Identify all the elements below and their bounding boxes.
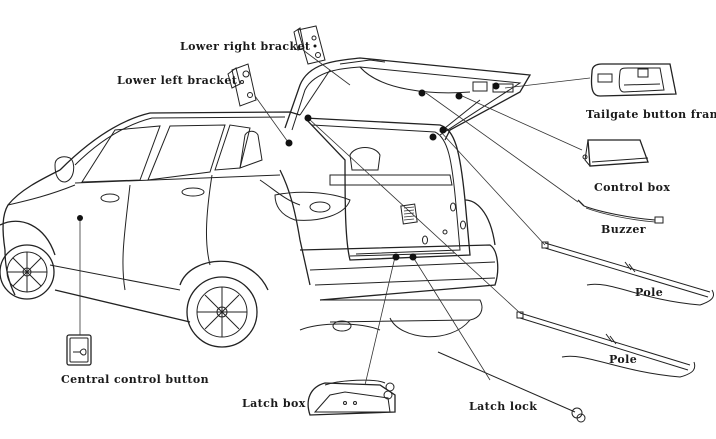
label-control-box: Control box bbox=[594, 181, 671, 194]
latch-lock-drawing bbox=[437, 351, 586, 423]
dot-buzzer bbox=[418, 89, 426, 97]
control-box-drawing bbox=[582, 139, 649, 167]
pole-2-drawing bbox=[516, 311, 696, 378]
dot-left-bracket bbox=[285, 139, 293, 147]
connection-dots bbox=[77, 82, 500, 261]
lower-left-bracket-drawing bbox=[227, 63, 257, 107]
label-pole-1: Pole bbox=[635, 286, 664, 299]
label-latch-box: Latch box bbox=[242, 397, 306, 410]
label-lower-right-bracket: Lower right bracket bbox=[180, 40, 311, 53]
pole-1-drawing bbox=[541, 241, 714, 306]
label-central-control-button: Central control button bbox=[61, 373, 210, 386]
dot-left-strut bbox=[304, 114, 312, 122]
dot-latch-lock bbox=[409, 253, 417, 261]
latch-box-drawing bbox=[307, 379, 396, 416]
buzzer-drawing bbox=[577, 199, 664, 224]
tailgate-button-frame-drawing bbox=[590, 63, 677, 97]
label-buzzer: Buzzer bbox=[601, 223, 646, 236]
leader-lines bbox=[79, 49, 591, 386]
label-latch-lock: Latch lock bbox=[469, 400, 538, 413]
suv-car-drawing bbox=[0, 111, 499, 348]
dot-right-bracket bbox=[429, 133, 437, 141]
label-lower-left-bracket: Lower left bracket bbox=[117, 74, 238, 87]
central-control-button-drawing bbox=[66, 334, 92, 366]
dot-button-frame bbox=[492, 82, 500, 90]
dot-central-button bbox=[77, 215, 83, 221]
label-tailgate-button-frame: Tailgate button frame bbox=[586, 108, 716, 121]
dot-latch-box bbox=[392, 253, 400, 261]
label-pole-2: Pole bbox=[609, 353, 638, 366]
lower-right-bracket-drawing bbox=[293, 25, 326, 65]
dot-right-strut bbox=[439, 126, 447, 134]
tailgate-drawing bbox=[284, 57, 532, 141]
dot-control-box bbox=[455, 92, 463, 100]
